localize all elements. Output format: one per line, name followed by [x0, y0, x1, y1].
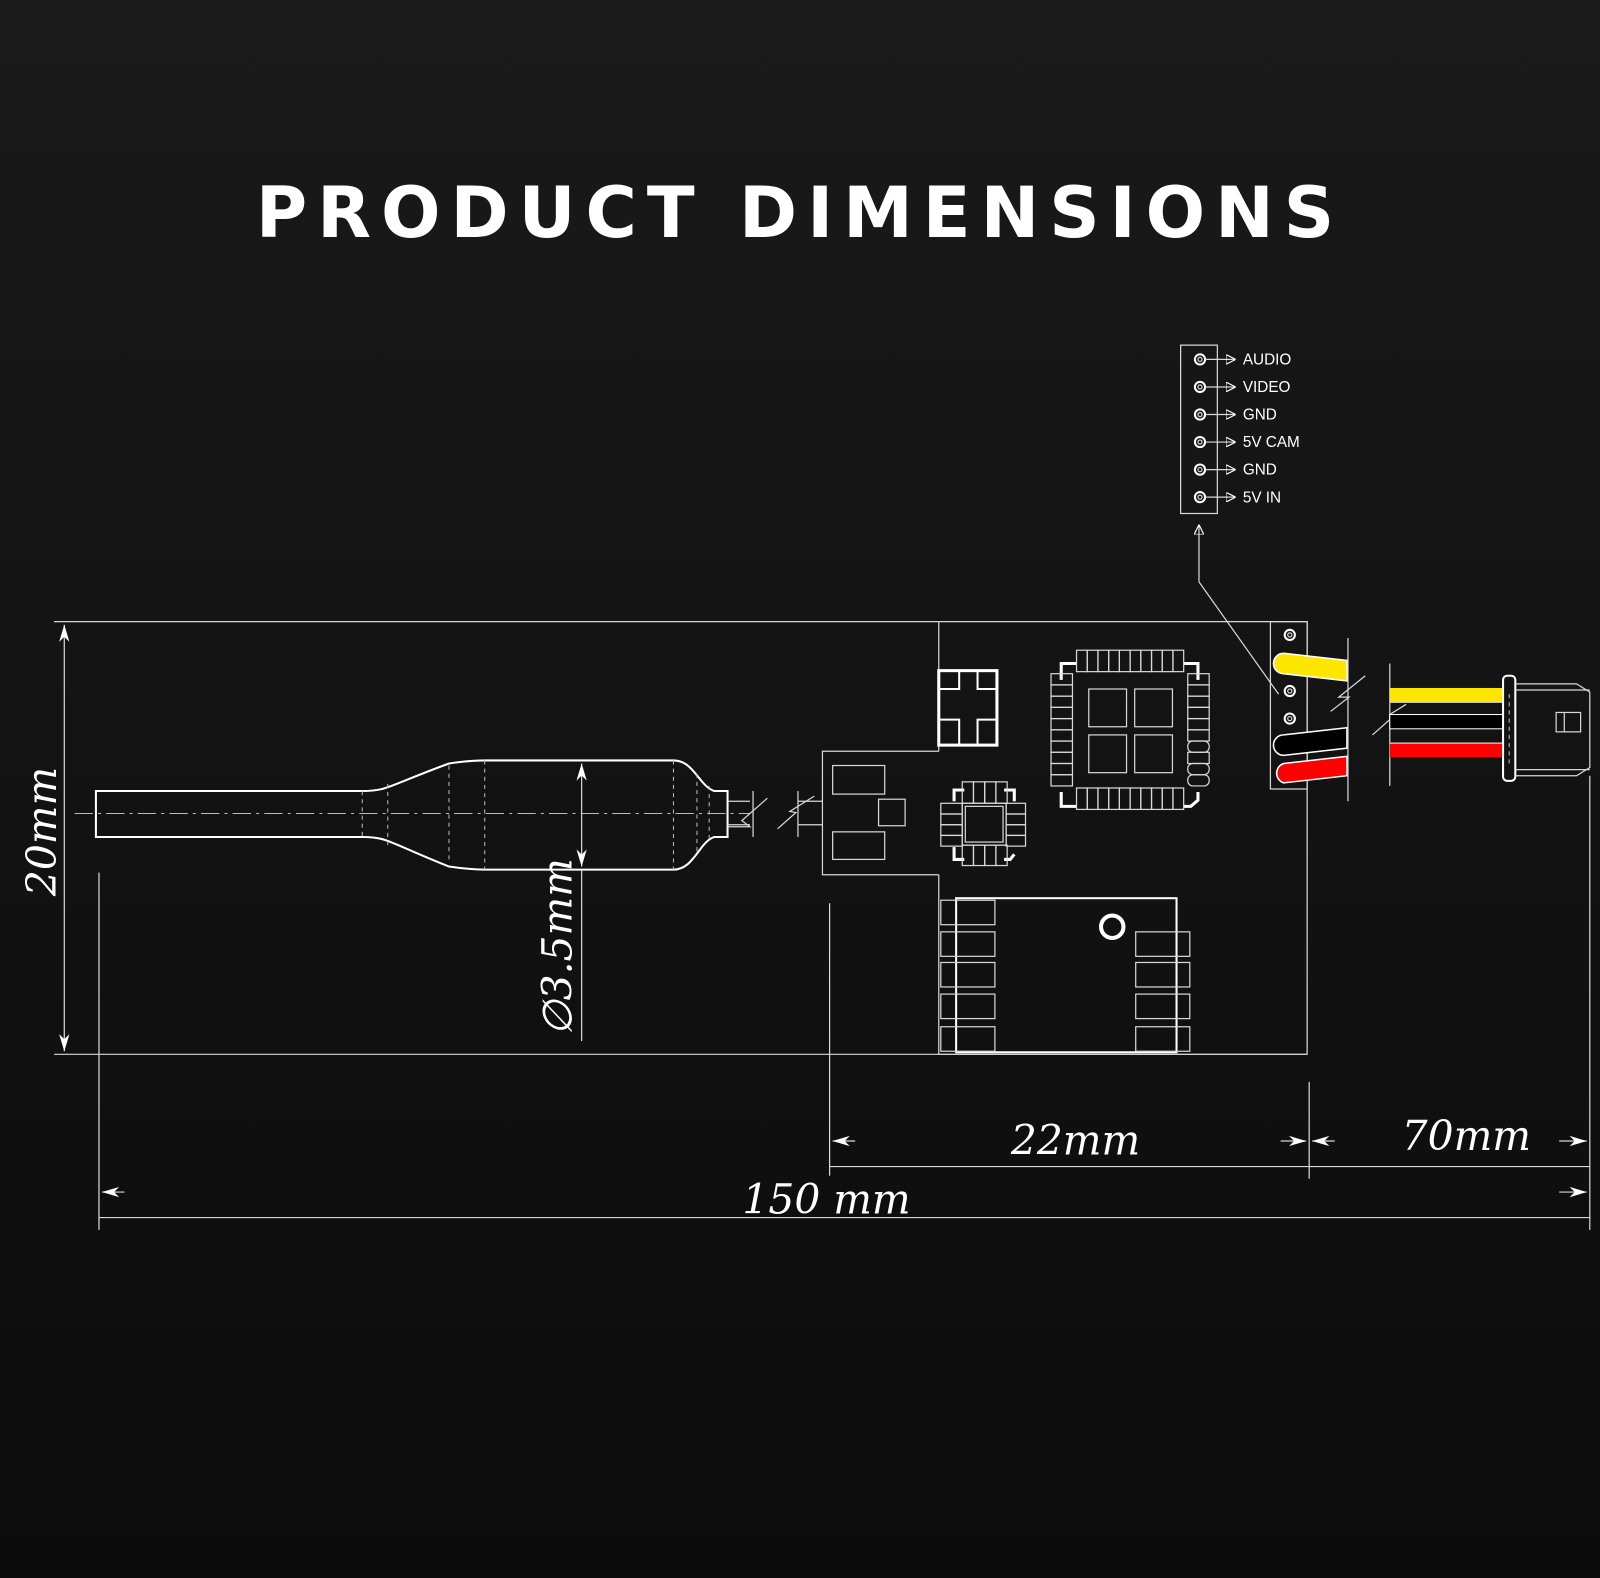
- pinout-callout: AUDIO VIDEO GND 5V CAM GND 5V IN: [1180, 344, 1300, 695]
- pin-label: VIDEO: [1243, 379, 1291, 396]
- diameter-symbol: ∅: [533, 999, 581, 1036]
- pin-icon: [1193, 380, 1207, 394]
- pin-row: 5V IN: [1193, 489, 1281, 506]
- wire-header: [1269, 621, 1504, 802]
- pin-icon: [1193, 463, 1207, 476]
- total-length-label: 150 mm: [742, 1175, 910, 1223]
- diameter-label: 3.5mm: [533, 858, 581, 1000]
- height-label: 20mm: [18, 767, 66, 897]
- board-width-label: 22mm: [1010, 1116, 1140, 1164]
- pin-label: 5V IN: [1243, 489, 1281, 506]
- secondary-chip: [940, 781, 1027, 867]
- height-dimension: 20mm: [18, 624, 70, 1052]
- pin-label: GND: [1243, 462, 1277, 479]
- pin-row: GND: [1193, 407, 1277, 424]
- transmitter-module: [940, 897, 1191, 1054]
- pin-label: 5V CAM: [1243, 434, 1300, 451]
- main-pcb: [937, 621, 1308, 1055]
- wire-length-label: 70mm: [1402, 1112, 1531, 1160]
- page-title: PRODUCT DIMENSIONS: [255, 172, 1345, 254]
- jst-plug: [1502, 674, 1591, 782]
- crystal-component: [937, 669, 999, 747]
- cable-body: [74, 759, 823, 871]
- pin-row: VIDEO: [1193, 379, 1291, 396]
- diameter-dimension: ∅3.5mm: [533, 763, 587, 1042]
- pin-icon: [1193, 353, 1207, 366]
- pin-row: GND: [1193, 462, 1277, 479]
- stub-board: [821, 750, 939, 876]
- svg-text:∅3.5mm: ∅3.5mm: [533, 858, 581, 1036]
- main-processor-chip: [1050, 649, 1210, 811]
- pin-icon: [1193, 435, 1207, 449]
- red-wire-end: [1275, 755, 1348, 784]
- black-wire-end: [1272, 726, 1348, 757]
- pin-label: GND: [1243, 407, 1277, 424]
- length-dimensions: 22mm 70mm 150 mm: [98, 775, 1591, 1230]
- pin-row: AUDIO: [1193, 352, 1292, 369]
- pin-icon: [1193, 408, 1207, 421]
- pin-label: AUDIO: [1243, 352, 1292, 369]
- pin-icon: [1193, 491, 1207, 504]
- yellow-wire-end: [1272, 652, 1348, 682]
- pin-row: 5V CAM: [1193, 434, 1300, 451]
